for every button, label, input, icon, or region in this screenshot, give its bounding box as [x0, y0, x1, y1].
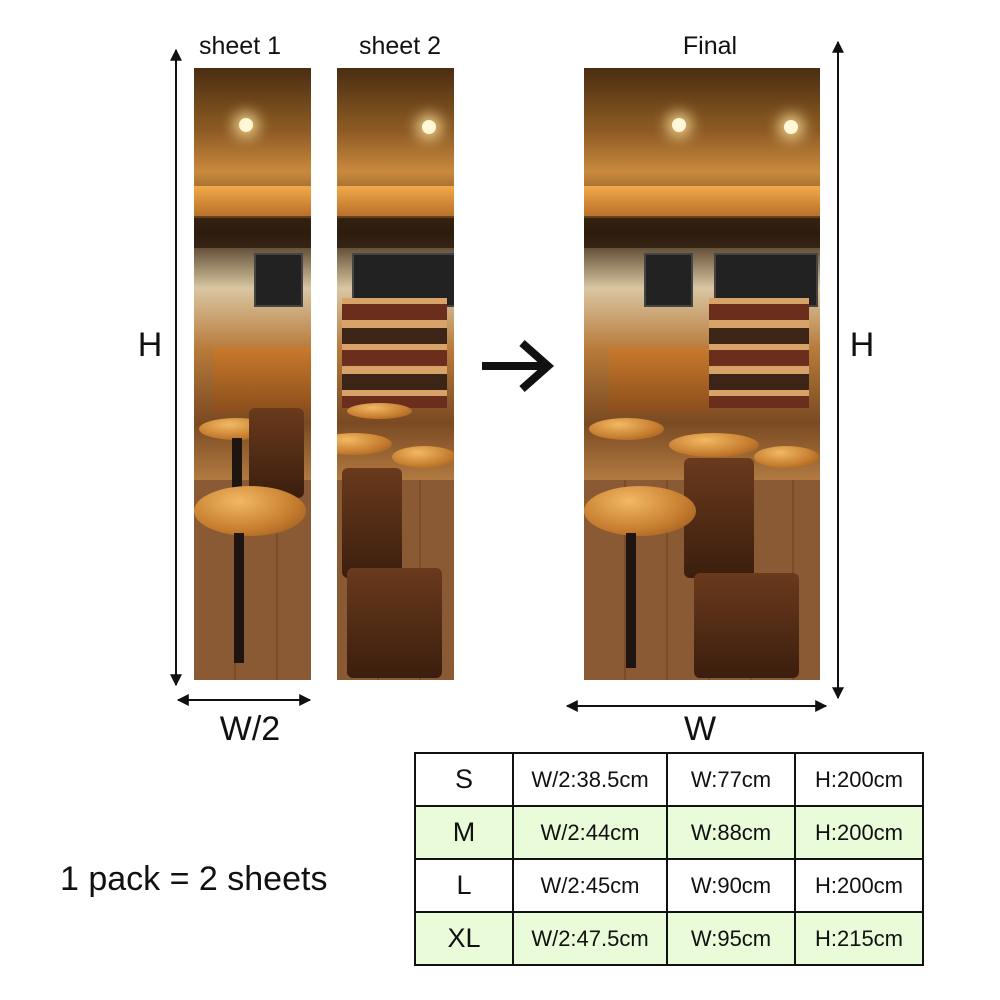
height-label-right: H	[849, 326, 875, 364]
final-image	[584, 68, 820, 680]
height-label-left: H	[137, 326, 163, 364]
width-value: W:88cm	[666, 805, 796, 860]
sheet-1-image	[194, 68, 311, 680]
half-width-value: W/2:38.5cm	[512, 752, 668, 807]
height-value: H:200cm	[794, 858, 924, 913]
size-name: M	[414, 805, 514, 860]
height-value: H:215cm	[794, 911, 924, 966]
half-width-value: W/2:45cm	[512, 858, 668, 913]
arrow-right-icon	[482, 340, 555, 392]
final-label: Final	[682, 32, 738, 60]
sheet-2-image	[337, 68, 454, 680]
width-value: W:95cm	[666, 911, 796, 966]
size-row-xl: XL W/2:47.5cm W:95cm H:215cm	[414, 911, 924, 966]
half-width-value: W/2:44cm	[512, 805, 668, 860]
size-name: L	[414, 858, 514, 913]
size-name: XL	[414, 911, 514, 966]
size-table: S W/2:38.5cm W:77cm H:200cm M W/2:44cm W…	[414, 752, 924, 966]
width-value: W:77cm	[666, 752, 796, 807]
half-width-label: W/2	[219, 710, 281, 748]
size-row-s: S W/2:38.5cm W:77cm H:200cm	[414, 752, 924, 807]
half-width-value: W/2:47.5cm	[512, 911, 668, 966]
height-value: H:200cm	[794, 805, 924, 860]
size-row-m: M W/2:44cm W:88cm H:200cm	[414, 805, 924, 860]
sheet-2-label: sheet 2	[358, 32, 441, 60]
width-label: W	[683, 710, 717, 748]
width-value: W:90cm	[666, 858, 796, 913]
size-name: S	[414, 752, 514, 807]
pack-info: 1 pack = 2 sheets	[60, 860, 328, 898]
size-row-l: L W/2:45cm W:90cm H:200cm	[414, 858, 924, 913]
sheet-1-label: sheet 1	[198, 32, 281, 60]
height-value: H:200cm	[794, 752, 924, 807]
